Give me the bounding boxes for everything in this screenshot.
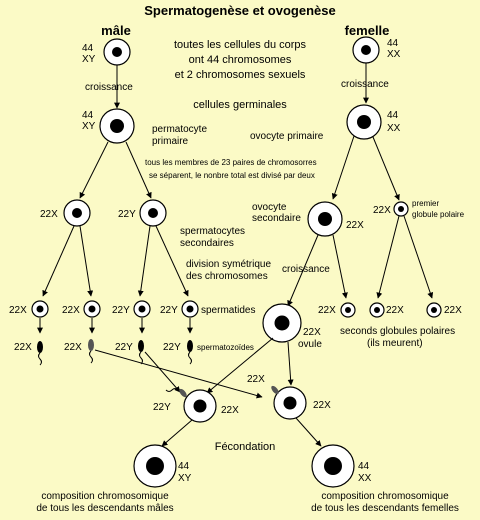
label-22x-polar-3: 22X (444, 305, 462, 316)
offspring-male-cell (133, 444, 177, 488)
label-22x-ovule: 22X (303, 327, 321, 338)
spermatocyte-secondaire-22y (139, 199, 167, 227)
male-germ-karyotype-44: 44 (82, 110, 94, 121)
zygote-female (271, 385, 307, 420)
fecondation-label: Fécondation (215, 441, 276, 453)
female-top-karyotype-44: 44 (387, 38, 399, 49)
label-22x-spermatide-2: 22X (62, 305, 80, 316)
division-note-line-1: division symétrique (186, 259, 271, 270)
spermatozoid-4 (187, 340, 193, 365)
second-polar-body-1 (340, 302, 356, 318)
female-header: femelle (345, 23, 390, 38)
composition-male-line-1: composition chromosomique (41, 491, 169, 502)
ovocyte-secondaire (307, 201, 343, 237)
label-22x-first-polar: 22X (373, 205, 391, 216)
spermatide-3 (133, 300, 151, 318)
male-primary-spermatocyte (99, 108, 135, 144)
male-top-karyotype-44: 44 (82, 43, 94, 54)
croissance-mid-label: croissance (282, 264, 330, 275)
label-22y-spermatide-4: 22Y (160, 305, 178, 316)
male-germ-karyotype-xy: XY (82, 121, 96, 132)
spermatocyte-secondaire-22x (63, 199, 91, 227)
premier-globule-label-2: globule polaire (412, 210, 465, 219)
composition-male-line-2: de tous les descendants mâles (36, 503, 173, 514)
croissance-right-label: croissance (341, 79, 389, 90)
second-polar-body-2 (369, 302, 385, 318)
label-22y-spermatide-3: 22Y (112, 305, 130, 316)
label-22y-secondary: 22Y (118, 209, 136, 220)
label-22y-sperm-4: 22Y (163, 342, 181, 353)
zygote-male (165, 388, 217, 423)
bottom-female-karyotype-xx: XX (358, 473, 372, 484)
ovocyte-primaire-label: ovocyte primaire (250, 131, 324, 142)
spermatocyte-primaire-label-1: permatocyte (152, 124, 207, 135)
spermatide-1 (31, 300, 49, 318)
spermatozoid-3 (138, 340, 144, 365)
intro-line-1: toutes les cellules du corps (174, 39, 307, 51)
composition-female-line-1: composition chromosomique (321, 491, 449, 502)
seconds-globules-label-2: (ils meurent) (367, 338, 423, 349)
offspring-female-cell (311, 444, 355, 488)
croissance-left-label: croissance (85, 82, 133, 93)
label-22x-sperm-1: 22X (14, 342, 32, 353)
separation-note-line-1: tous les membres de 23 paires de chromos… (145, 158, 317, 167)
ovule-label: ovule (298, 339, 322, 350)
spermatides-label: spermatides (201, 305, 255, 316)
male-top-karyotype-xy: XY (82, 54, 96, 65)
female-top-karyotype-xx: XX (387, 49, 401, 60)
composition-female-line-2: de tous les descendants femelles (311, 503, 459, 514)
separation-note-line-2: se séparent, le nonbre total est divisé … (149, 171, 315, 180)
premier-globule-label-1: premier (412, 199, 439, 208)
ovocyte-secondaire-label-1: ovocyte (252, 202, 287, 213)
premier-globule-polaire (393, 201, 409, 217)
division-note-line-2: des chromosomes (186, 271, 268, 282)
bottom-male-karyotype-44: 44 (178, 461, 190, 472)
spermatide-2 (83, 300, 101, 318)
female-somatic-cell (352, 36, 380, 64)
label-22y-zygote: 22Y (153, 402, 171, 413)
label-22y-sperm-3: 22Y (115, 342, 133, 353)
label-22x-zygote-male: 22X (221, 405, 239, 416)
label-22x-polar-2: 22X (386, 305, 404, 316)
female-germ-karyotype-44: 44 (387, 110, 399, 121)
female-germ-karyotype-xx: XX (387, 123, 401, 134)
label-22x-oocyte-secondary: 22X (346, 220, 364, 231)
second-polar-body-3 (426, 302, 442, 318)
bottom-male-karyotype-xy: XY (178, 473, 192, 484)
spermatocytes-secondaires-label-2: secondaires (180, 238, 234, 249)
bottom-female-karyotype-44: 44 (358, 461, 370, 472)
spermatozoides-label: spermatozoïdes (197, 343, 254, 352)
label-22x-sperm-2: 22X (64, 342, 82, 353)
spermatocytes-secondaires-label-1: spermatocytes (180, 226, 245, 237)
seconds-globules-label-1: seconds globules polaires (340, 326, 455, 337)
label-22x-spermatide-1: 22X (9, 305, 27, 316)
germ-cells-label: cellules germinales (193, 99, 287, 111)
intro-line-3: et 2 chromosomes sexuels (175, 69, 306, 81)
diagram-title: Spermatogenèse et ovogenèse (144, 3, 335, 18)
label-22x-zygote-female: 22X (313, 400, 331, 411)
spermatozoid-1 (37, 341, 43, 366)
label-22x-sperm-on-zygote: 22X (247, 374, 265, 385)
spermatozoid-2 (88, 339, 94, 364)
spermatide-4 (181, 300, 199, 318)
ovule-cell (262, 303, 302, 343)
intro-line-2: ont 44 chromosomes (189, 54, 292, 66)
male-somatic-cell (103, 38, 131, 66)
label-22x-secondary-left: 22X (40, 209, 58, 220)
female-primary-oocyte (346, 104, 382, 140)
label-22x-polar-1: 22X (318, 305, 336, 316)
male-header: mâle (101, 23, 131, 38)
spermatocyte-primaire-label-2: primaire (152, 136, 189, 147)
ovocyte-secondaire-label-2: secondaire (252, 213, 301, 224)
